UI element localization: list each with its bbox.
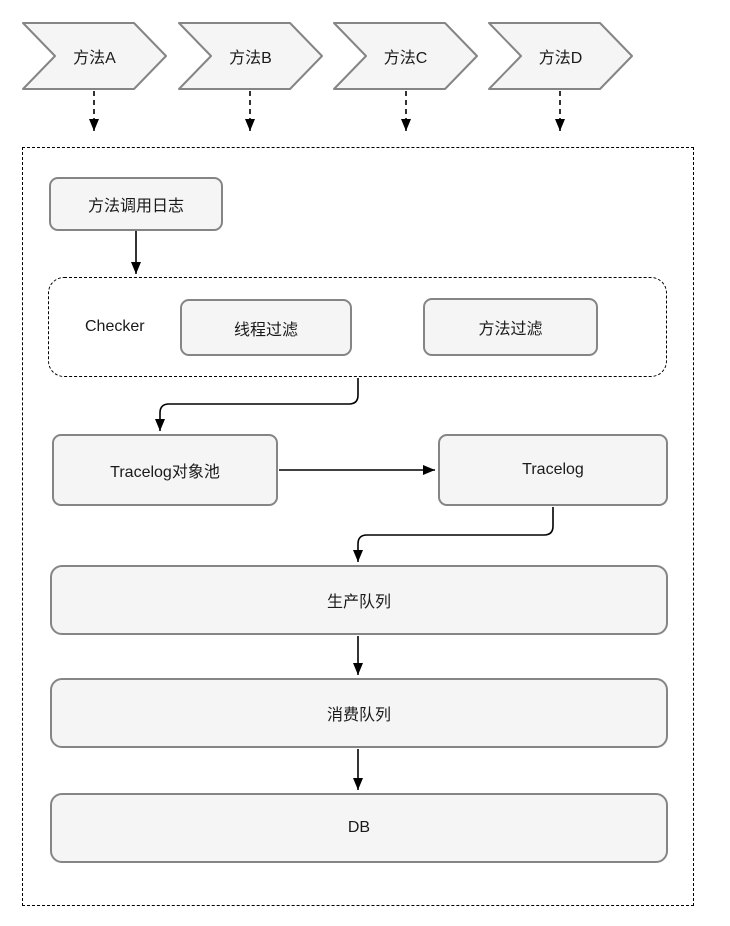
node-db-label: DB [347, 819, 371, 836]
node-consume-queue-label: 消费队列 [326, 707, 391, 724]
checker-group-container: Checker [48, 277, 667, 377]
node-tracelog-pool: Tracelog对象池 [52, 434, 278, 506]
checker-group-label: Checker [85, 318, 145, 335]
chevron-label-method-c: 方法C [383, 50, 428, 67]
chevron-label-method-b: 方法B [229, 50, 272, 67]
node-method-call-log: 方法调用日志 [49, 177, 223, 231]
chevron-label-method-a: 方法A [73, 50, 116, 67]
node-method-filter: 方法过滤 [423, 298, 598, 356]
node-tracelog: Tracelog [438, 434, 668, 506]
chevron-label-method-d: 方法D [538, 50, 583, 67]
chevron-shape [333, 22, 478, 90]
node-method-call-log-label: 方法调用日志 [87, 198, 184, 215]
node-produce-queue: 生产队列 [50, 565, 668, 635]
system-boundary-container [22, 147, 694, 906]
chevron-shape [178, 22, 323, 90]
chevron-method-c: 方法C [333, 22, 478, 90]
chevron-shape [488, 22, 633, 90]
chevron-method-a: 方法A [22, 22, 167, 90]
node-tracelog-pool-label: Tracelog对象池 [110, 464, 220, 481]
chevron-method-b: 方法B [178, 22, 323, 90]
node-thread-filter-label: 线程过滤 [233, 321, 298, 339]
node-produce-queue-label: 生产队列 [326, 594, 391, 611]
node-method-filter-label: 方法过滤 [478, 321, 543, 338]
node-thread-filter: 线程过滤 [180, 299, 352, 356]
node-tracelog-label: Tracelog [522, 461, 584, 478]
chevron-method-d: 方法D [488, 22, 633, 90]
node-db: DB [50, 793, 668, 863]
node-consume-queue: 消费队列 [50, 678, 668, 748]
chevron-shape [22, 22, 167, 90]
